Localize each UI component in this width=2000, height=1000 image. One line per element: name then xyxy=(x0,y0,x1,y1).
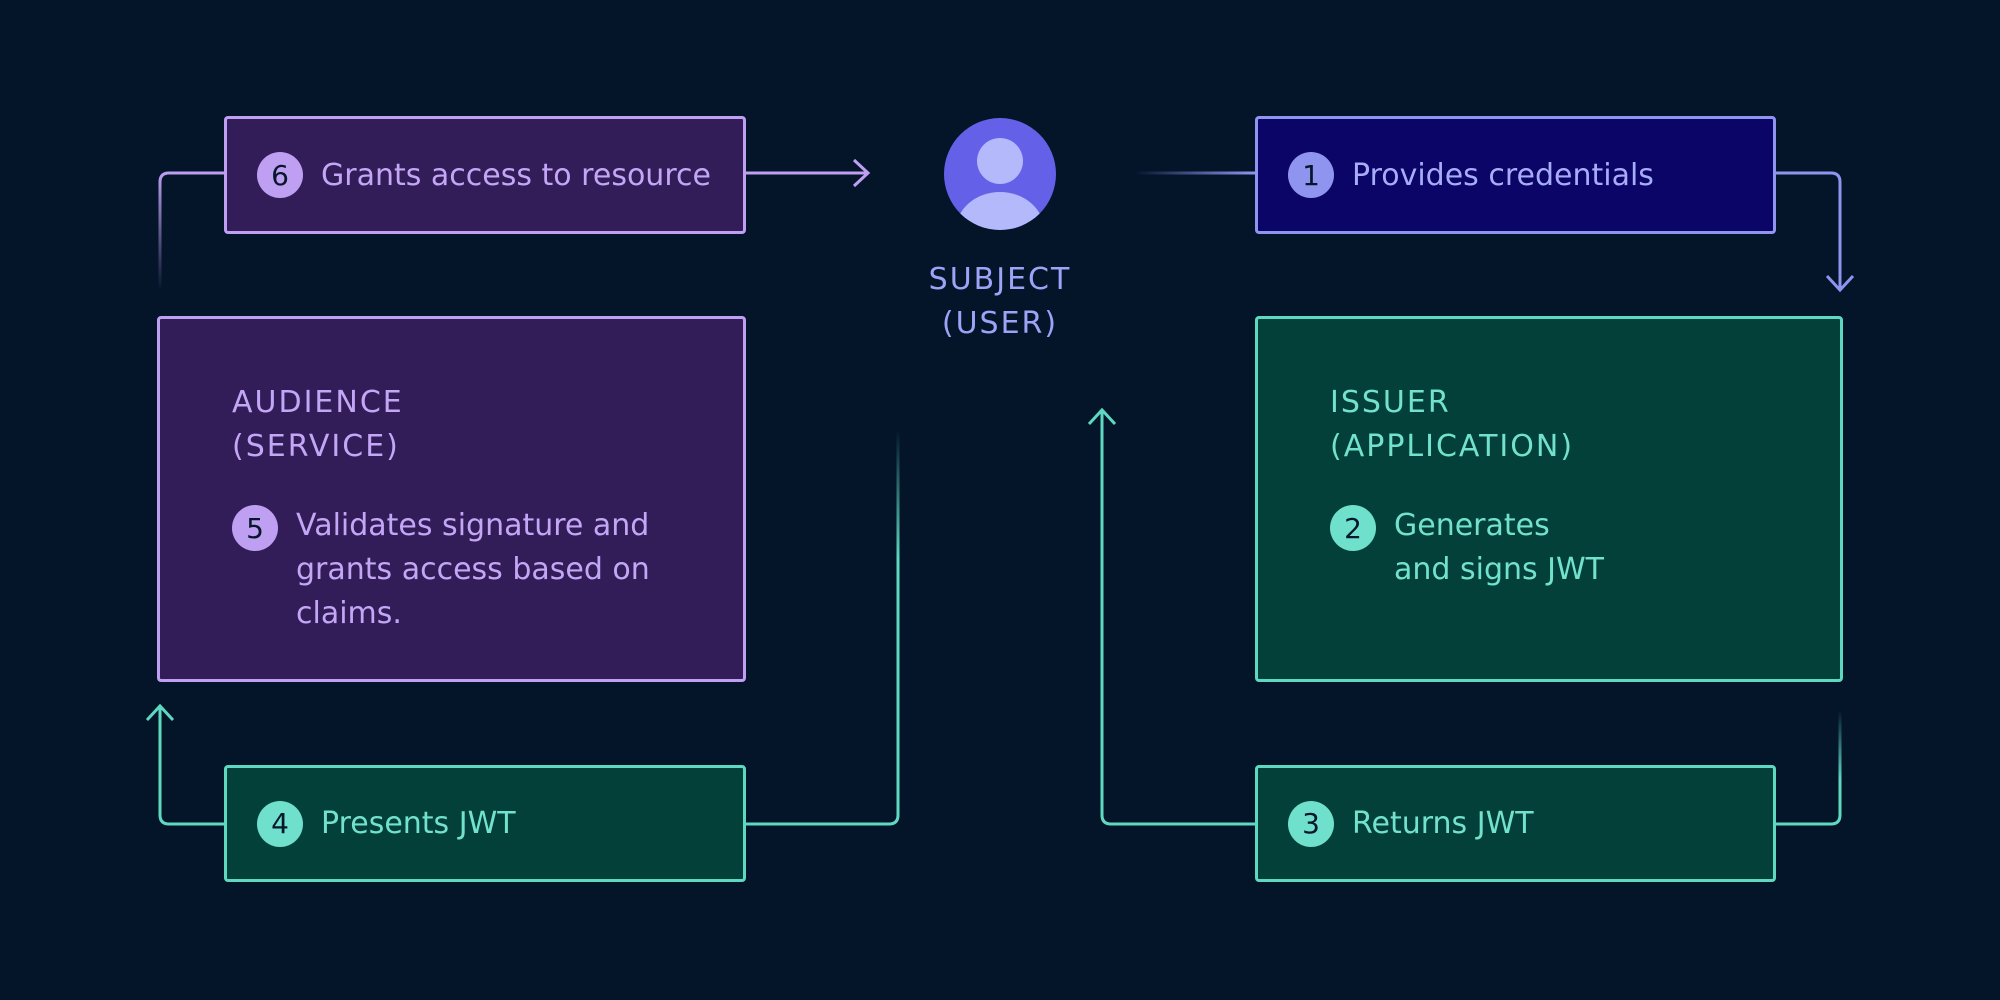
arrowhead-up-icon xyxy=(1087,407,1117,426)
subject-label: SUBJECT (USER) xyxy=(900,258,1100,346)
step-1-box: 1 Provides credentials xyxy=(1255,116,1776,234)
step-5-line3: claims. xyxy=(296,596,402,631)
connector-issuer-to-step3 xyxy=(1773,710,1842,826)
subject-subtitle: (USER) xyxy=(941,306,1059,341)
connector-step4-to-audience xyxy=(158,706,227,826)
step-2-line2: and signs JWT xyxy=(1394,552,1604,587)
step-4-number: 4 xyxy=(257,800,303,847)
connector-step3-to-subject xyxy=(1100,410,1258,826)
step-6-label: Grants access to resource xyxy=(321,157,711,193)
step-2-line1: Generates xyxy=(1394,508,1550,543)
step-3-number: 3 xyxy=(1288,800,1334,847)
step-3-box: 3 Returns JWT xyxy=(1255,765,1776,882)
step-3-label: Returns JWT xyxy=(1352,806,1534,841)
issuer-title-line2: (APPLICATION) xyxy=(1330,429,1575,464)
connector-audience-to-step6 xyxy=(158,171,227,290)
step-5-number: 5 xyxy=(232,505,278,551)
audience-box: AUDIENCE (SERVICE) 5 Validates signature… xyxy=(157,316,746,682)
step-1-number: 1 xyxy=(1288,152,1334,198)
audience-title-line1: AUDIENCE xyxy=(232,385,404,420)
arrowhead-down-icon xyxy=(1825,274,1855,293)
step-2: 2 Generates and signs JWT xyxy=(1330,505,1810,592)
user-avatar-icon xyxy=(944,118,1056,230)
subject-title: SUBJECT xyxy=(928,262,1072,297)
arrowhead-up-icon xyxy=(145,703,175,722)
step-6-box: 6 Grants access to resource xyxy=(224,116,746,234)
step-4-box: 4 Presents JWT xyxy=(224,765,746,882)
step-2-label: Generates and signs JWT xyxy=(1394,504,1604,592)
connector-subject-to-step4 xyxy=(743,430,900,826)
step-4-label: Presents JWT xyxy=(321,806,516,841)
issuer-title-line1: ISSUER xyxy=(1330,385,1451,420)
step-5-label: Validates signature and grants access ba… xyxy=(296,504,650,636)
arrowhead-right-icon xyxy=(852,158,871,188)
step-1-label: Provides credentials xyxy=(1352,157,1654,193)
step-5: 5 Validates signature and grants access … xyxy=(232,505,713,636)
issuer-box: ISSUER (APPLICATION) 2 Generates and sig… xyxy=(1255,316,1843,682)
connector-step1-to-issuer xyxy=(1773,171,1842,290)
audience-title: AUDIENCE (SERVICE) xyxy=(232,381,713,469)
step-2-number: 2 xyxy=(1330,505,1376,551)
issuer-title: ISSUER (APPLICATION) xyxy=(1330,381,1810,469)
step-5-line2: grants access based on xyxy=(296,552,650,587)
step-6-number: 6 xyxy=(257,152,303,198)
step-5-line1: Validates signature and xyxy=(296,508,650,543)
audience-title-line2: (SERVICE) xyxy=(232,429,400,464)
